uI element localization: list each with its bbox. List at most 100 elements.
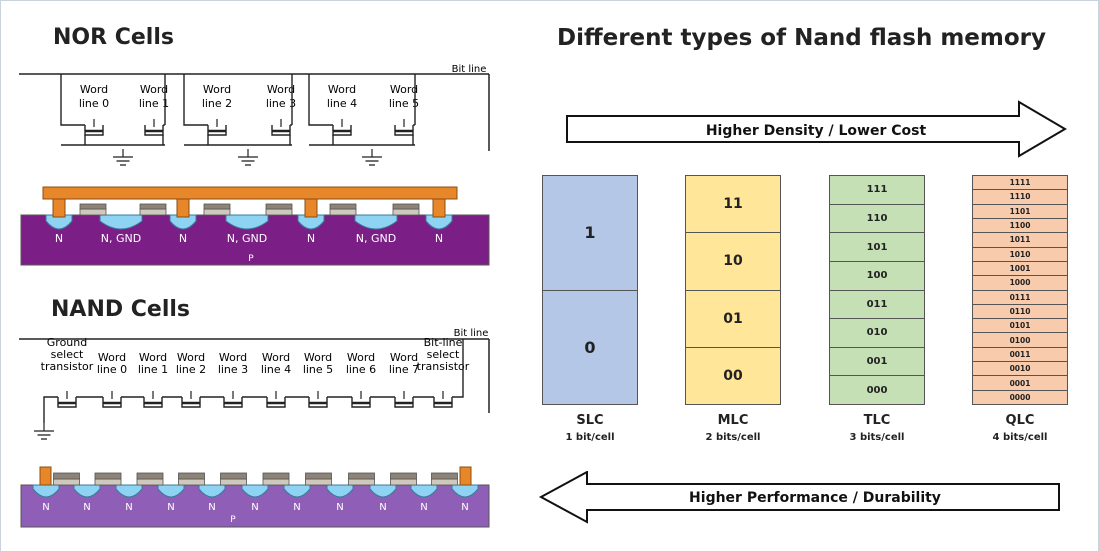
- nor-word-line-label: line 3: [266, 97, 296, 110]
- nand-label: line 2: [176, 363, 206, 376]
- nor-diffusion: [354, 214, 398, 230]
- nand-diffusion-label: N: [336, 502, 343, 513]
- nor-diffusion: [169, 214, 197, 230]
- nor-word-line-label: Word: [140, 83, 168, 96]
- nand-contact: [39, 466, 52, 486]
- nand-circuit: Bit line GroundselecttransistorWordline …: [19, 328, 490, 440]
- cell-state: 010: [830, 319, 924, 348]
- nand-label: line 6: [346, 363, 376, 376]
- nand-floating-gate: [53, 478, 80, 486]
- nand-label: select: [51, 348, 84, 361]
- nor-title: NOR Cells: [53, 25, 174, 50]
- nand-diffusion-label: N: [251, 502, 258, 513]
- nand-diffusion-label: N: [42, 502, 49, 513]
- nand-label: Word: [390, 351, 418, 364]
- nand-bitline-wire: [452, 339, 464, 398]
- nor-word-line-label: line 5: [389, 97, 419, 110]
- cell-type-description: 3 bits/cell: [849, 432, 905, 443]
- nand-diffusion-label: N: [125, 502, 132, 513]
- nor-floating-gate: [329, 208, 357, 216]
- nand-label: transistor: [417, 360, 470, 373]
- nor-diffusion: [45, 214, 73, 230]
- cell-state: 100: [830, 262, 924, 291]
- performance-arrow: Higher Performance / Durability: [538, 471, 1060, 524]
- nand-label: transistor: [41, 360, 94, 373]
- cell-state: 1001: [973, 262, 1067, 277]
- nor-control-gate: [392, 203, 420, 210]
- nor-word-line-label: line 2: [202, 97, 232, 110]
- nor-diffusion: [297, 214, 325, 230]
- nor-contact: [176, 198, 190, 218]
- cell-type-description: 1 bit/cell: [565, 432, 615, 443]
- flash-title: Different types of Nand flash memory: [557, 25, 1047, 51]
- nand-label: Word: [262, 351, 290, 364]
- cell-state: 1010: [973, 248, 1067, 262]
- nand-label: select: [427, 348, 460, 361]
- nor-diffusion: [99, 214, 143, 230]
- nor-diffusion-label: N: [55, 232, 63, 245]
- nor-drain-wire: [60, 74, 85, 126]
- nand-diffusion: [157, 484, 185, 498]
- nor-diffusion-label: N, GND: [101, 232, 141, 245]
- nand-control-gate: [431, 472, 458, 480]
- nand-diffusion-label: N: [208, 502, 215, 513]
- nor-diffusion-label: N, GND: [227, 232, 267, 245]
- cell-state: 0010: [973, 362, 1067, 377]
- nand-diffusion: [326, 484, 354, 498]
- nand-label: Word: [219, 351, 247, 364]
- cell-type-name: TLC: [863, 413, 891, 428]
- performance-arrow-label: Higher Performance / Durability: [689, 490, 941, 506]
- cell-state: 0101: [973, 319, 1067, 334]
- nand-floating-gate: [431, 478, 458, 486]
- cell-state: 0000: [1009, 392, 1031, 402]
- cell-state: 0001: [973, 376, 1067, 391]
- nand-label: Ground: [47, 336, 87, 349]
- nand-diffusion-label: N: [167, 502, 174, 513]
- nor-drain-wire: [308, 74, 333, 126]
- cell-state: 1111: [973, 176, 1067, 191]
- nand-label: line 3: [218, 363, 248, 376]
- nor-word-line-label: Word: [80, 83, 108, 96]
- cell-state: 10: [686, 233, 780, 291]
- cell-state: 11: [686, 176, 780, 234]
- nand-control-gate: [53, 472, 80, 480]
- nand-floating-gate: [348, 478, 375, 486]
- nand-diffusion: [410, 484, 438, 498]
- nor-word-line-label: Word: [390, 83, 418, 96]
- nor-word-line-label: Word: [203, 83, 231, 96]
- nand-ground-wire: [43, 396, 58, 423]
- nor-diffusion: [425, 214, 453, 230]
- nand-diffusion-label: N: [420, 502, 427, 513]
- cell-type-description: 2 bits/cell: [705, 432, 761, 443]
- nand-label: line 5: [303, 363, 333, 376]
- nor-word-line-label: Word: [328, 83, 356, 96]
- nand-label: line 1: [138, 363, 168, 376]
- nor-control-gate: [203, 203, 231, 210]
- nand-diffusion-label: N: [83, 502, 90, 513]
- nor-diffusion-label: N: [179, 232, 187, 245]
- nand-diffusion: [451, 484, 479, 498]
- cell-type-name: SLC: [576, 413, 604, 428]
- cell-state: 111: [830, 176, 924, 205]
- nand-diffusion-label: N: [379, 502, 386, 513]
- nand-label: Word: [139, 351, 167, 364]
- nand-diffusion: [369, 484, 397, 498]
- nand-substrate-label: P: [230, 515, 236, 525]
- nor-floating-gate: [265, 208, 293, 216]
- cell-state: 1011: [973, 233, 1067, 248]
- cell-state: 0110: [973, 305, 1067, 320]
- nand-floating-gate: [262, 478, 290, 486]
- nor-control-gate: [79, 203, 107, 210]
- cell-state: 1: [543, 176, 637, 291]
- cell-state: 001: [830, 348, 924, 377]
- nand-label: Word: [304, 351, 332, 364]
- nand-floating-gate: [178, 478, 205, 486]
- cell-state: 0111: [973, 291, 1067, 305]
- nor-control-gate: [265, 203, 293, 210]
- nor-substrate-label: P: [248, 254, 254, 264]
- nand-floating-gate: [220, 478, 247, 486]
